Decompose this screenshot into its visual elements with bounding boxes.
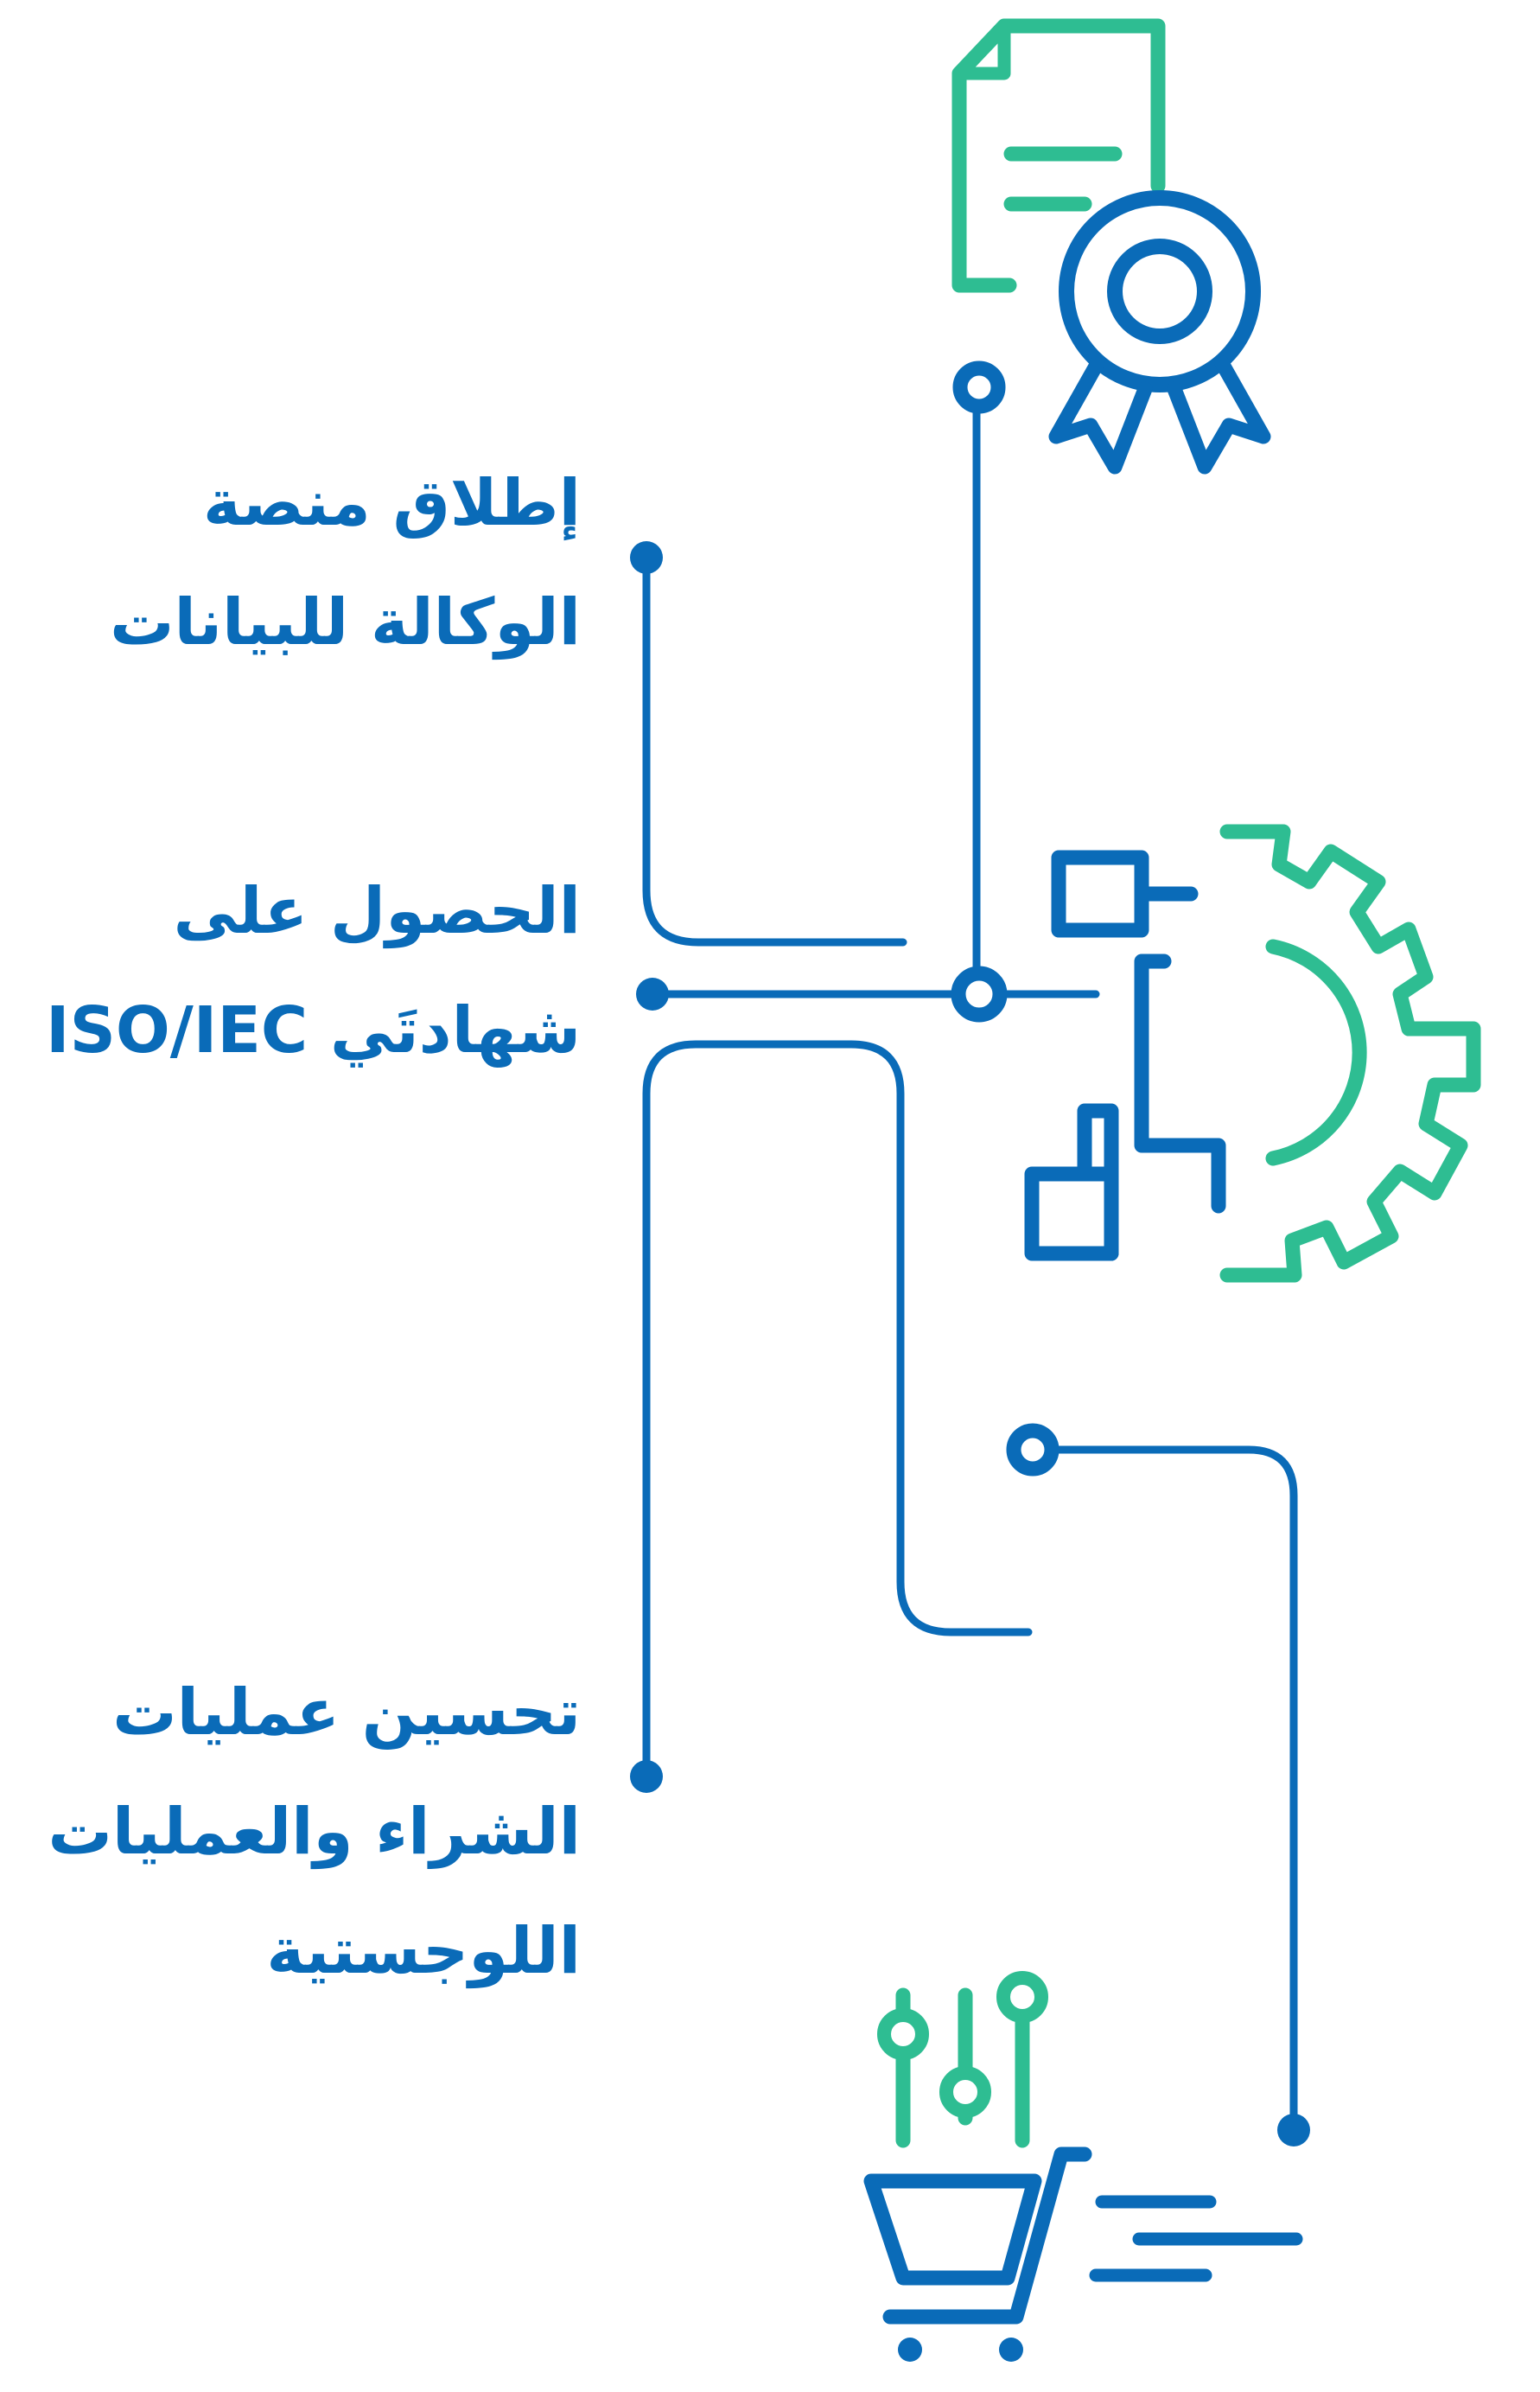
shopping-cart-settings-icon — [863, 1971, 1303, 2362]
award-outer-ring — [1059, 190, 1261, 392]
cart-wheel-left — [898, 2338, 922, 2362]
certificate-fold — [952, 19, 1011, 80]
connector-dots — [630, 360, 1310, 2146]
network-node-bottom — [1024, 1166, 1119, 1261]
gear-outline — [1219, 824, 1481, 1283]
ring-certificate — [952, 360, 1006, 414]
award-ribbon-right — [1167, 355, 1271, 475]
connector-cart — [1028, 1445, 1298, 2133]
milestone-1-line-1: إطلاق منصة — [203, 466, 581, 540]
award-ribbon-left — [1048, 355, 1153, 475]
milestone-3-line-3: اللوجستية — [266, 1914, 581, 1988]
dot-milestone-1 — [630, 541, 663, 574]
milestone-1-line-2: الوكالة للبيانات — [110, 585, 581, 660]
milestone-3-line-2: الشراء والعمليات — [48, 1795, 581, 1869]
ring-cart-line — [1006, 1423, 1060, 1477]
cart-handle — [882, 2146, 1092, 2325]
cart-wheel-right — [999, 2338, 1023, 2362]
award-inner-ring — [1107, 239, 1212, 344]
certificate-document — [951, 18, 1166, 293]
slider-knob-middle — [939, 2066, 991, 2118]
connector-milestone-1 — [642, 553, 907, 947]
connector-milestone-3 — [642, 1040, 1033, 1781]
cart-body — [863, 2173, 1042, 2286]
milestone-label-3: تحسين عمليات الشراء والعمليات اللوجستية — [48, 1653, 581, 2011]
slider-knob-left — [877, 2008, 929, 2060]
milestone-2-line-2: شهادتَي ISO/IEC — [46, 993, 581, 1068]
milestone-label-1: إطلاق منصة الوكالة للبيانات — [110, 443, 581, 682]
ring-center — [951, 966, 1008, 1023]
slider-knob-right — [996, 1971, 1048, 2023]
milestone-2-line-1: الحصول على — [173, 874, 581, 948]
gear-inner-arc — [1265, 939, 1367, 1166]
dot-milestone-3 — [630, 1760, 663, 1793]
certificate-award-icon — [951, 18, 1271, 475]
network-link-mid — [1134, 954, 1226, 1214]
milestone-label-2: الحصول على شهادتَي ISO/IEC — [46, 852, 581, 1090]
connector-lines — [642, 383, 1298, 2133]
network-node-top — [1051, 850, 1149, 938]
milestone-3-line-1: تحسين عمليات — [112, 1675, 581, 1750]
dot-milestone-2 — [636, 978, 669, 1011]
gear-network-icon — [1024, 824, 1481, 1283]
dot-cart — [1277, 2114, 1310, 2146]
